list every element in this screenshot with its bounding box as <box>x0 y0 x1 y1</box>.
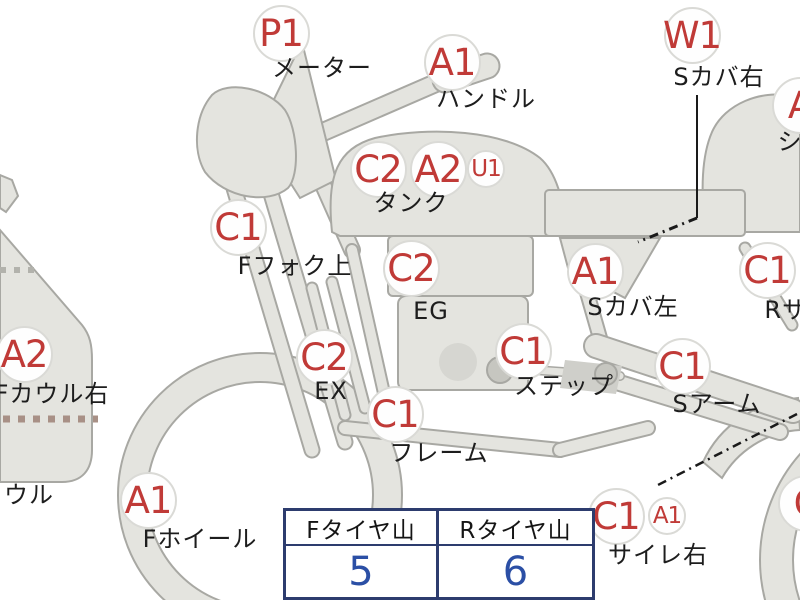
part-label-silencer-right: サイレ右 <box>608 540 708 569</box>
grade-badge-side-cover-right: W1 <box>663 6 722 64</box>
engine-cover-detail <box>439 343 477 381</box>
part-label-front-fork-upper: Fフォク上 <box>237 251 353 280</box>
part-label-engine: EG <box>413 296 449 325</box>
grade-badge-meter: P1 <box>252 4 310 62</box>
part-label-swingarm: Sアーム <box>672 389 762 418</box>
leader-line-silencer-right <box>655 412 798 488</box>
part-label-meter: メーター <box>272 53 372 82</box>
grade-badge-frame: C1 <box>366 385 424 443</box>
part-label-front-wheel: Fホイール <box>142 524 258 553</box>
grade-badge-handlebar: A1 <box>423 33 481 91</box>
part-label-seat-cut: シ <box>777 127 800 156</box>
grade-badge-silencer-right: C1 <box>587 487 645 545</box>
grade-badge-seat-cut: A <box>771 76 800 134</box>
grade-badge-front-wheel: A1 <box>119 471 177 529</box>
part-label-cowl-cut: ウル <box>4 480 54 509</box>
part-label-side-cover-left: Sカバ左 <box>587 292 679 321</box>
part-label-step: ステップ <box>514 371 614 400</box>
tire-tread-table: Fタイヤ山 Rタイヤ山 5 6 <box>283 508 595 600</box>
grade-badge-tank: C2 <box>349 140 407 198</box>
leader-line-side-cover-right <box>637 95 698 244</box>
part-label-tank: タンク <box>373 188 449 217</box>
grade-badge-swingarm: C1 <box>653 337 711 395</box>
part-label-front-cowl-right: Fカウル右 <box>0 379 110 408</box>
grade-badge-exhaust: C2 <box>295 328 353 386</box>
part-label-exhaust: EX <box>314 376 348 405</box>
grade-badge-step: C1 <box>494 322 552 380</box>
tire-table-value-rear: 6 <box>502 548 529 595</box>
grade-badge-engine: C2 <box>382 239 440 297</box>
tire-table-value-front: 5 <box>286 546 439 597</box>
tire-table-header-front: Fタイヤ山 <box>286 511 439 546</box>
grade-badge-side-cover-left: A1 <box>566 242 624 300</box>
grade-badge-silencer-right-1: A1 <box>648 497 686 535</box>
grade-badge-tank-1: A2 <box>409 140 467 198</box>
part-label-frame: フレーム <box>389 438 489 467</box>
part-label-side-cover-right: Sカバ右 <box>673 62 765 91</box>
grade-badge-front-cowl-right: A2 <box>0 325 53 383</box>
grade-badge-rear-suspension: C1 <box>738 241 796 299</box>
grade-badge-front-fork-upper: C1 <box>209 198 267 256</box>
part-label-rear-suspension: Rサス <box>764 295 800 324</box>
part-label-handlebar: ハンドル <box>436 84 536 113</box>
tire-table-header-rear: Rタイヤ山 <box>439 511 592 546</box>
grade-badge-rear-wheel-cut: C <box>777 474 800 532</box>
grade-badge-tank-2: U1 <box>467 150 505 188</box>
